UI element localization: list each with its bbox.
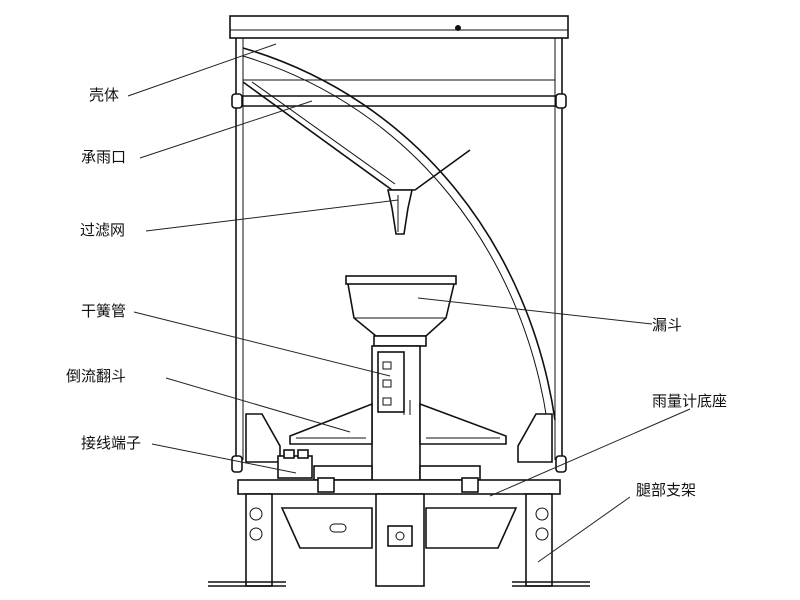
central-column [371,345,421,493]
funnel-part [345,275,457,347]
label-reed-switch: 干簧管 [81,302,127,320]
inner-brackets [231,413,567,473]
base-plate [237,477,561,495]
label-shell: 壳体 [89,86,120,104]
label-funnel: 漏斗 [652,316,683,334]
terminal-block [277,449,481,481]
lower-frame [280,493,518,587]
filter-screen [387,189,413,235]
label-leg-bracket: 腿部支架 [636,481,697,499]
label-catch-mouth: 承雨口 [81,148,127,166]
shell-body [231,38,567,460]
label-terminal: 接线端子 [81,434,142,452]
tipping-bucket-part [289,402,507,445]
top-lid [229,15,569,39]
legs [208,493,590,587]
label-filter-screen: 过滤网 [80,221,126,239]
label-tipping-bucket: 倒流翻斗 [66,367,127,385]
label-gauge-base: 雨量计底座 [652,392,728,410]
leader-lines [127,43,691,563]
catch-mouth-cone [242,81,471,191]
